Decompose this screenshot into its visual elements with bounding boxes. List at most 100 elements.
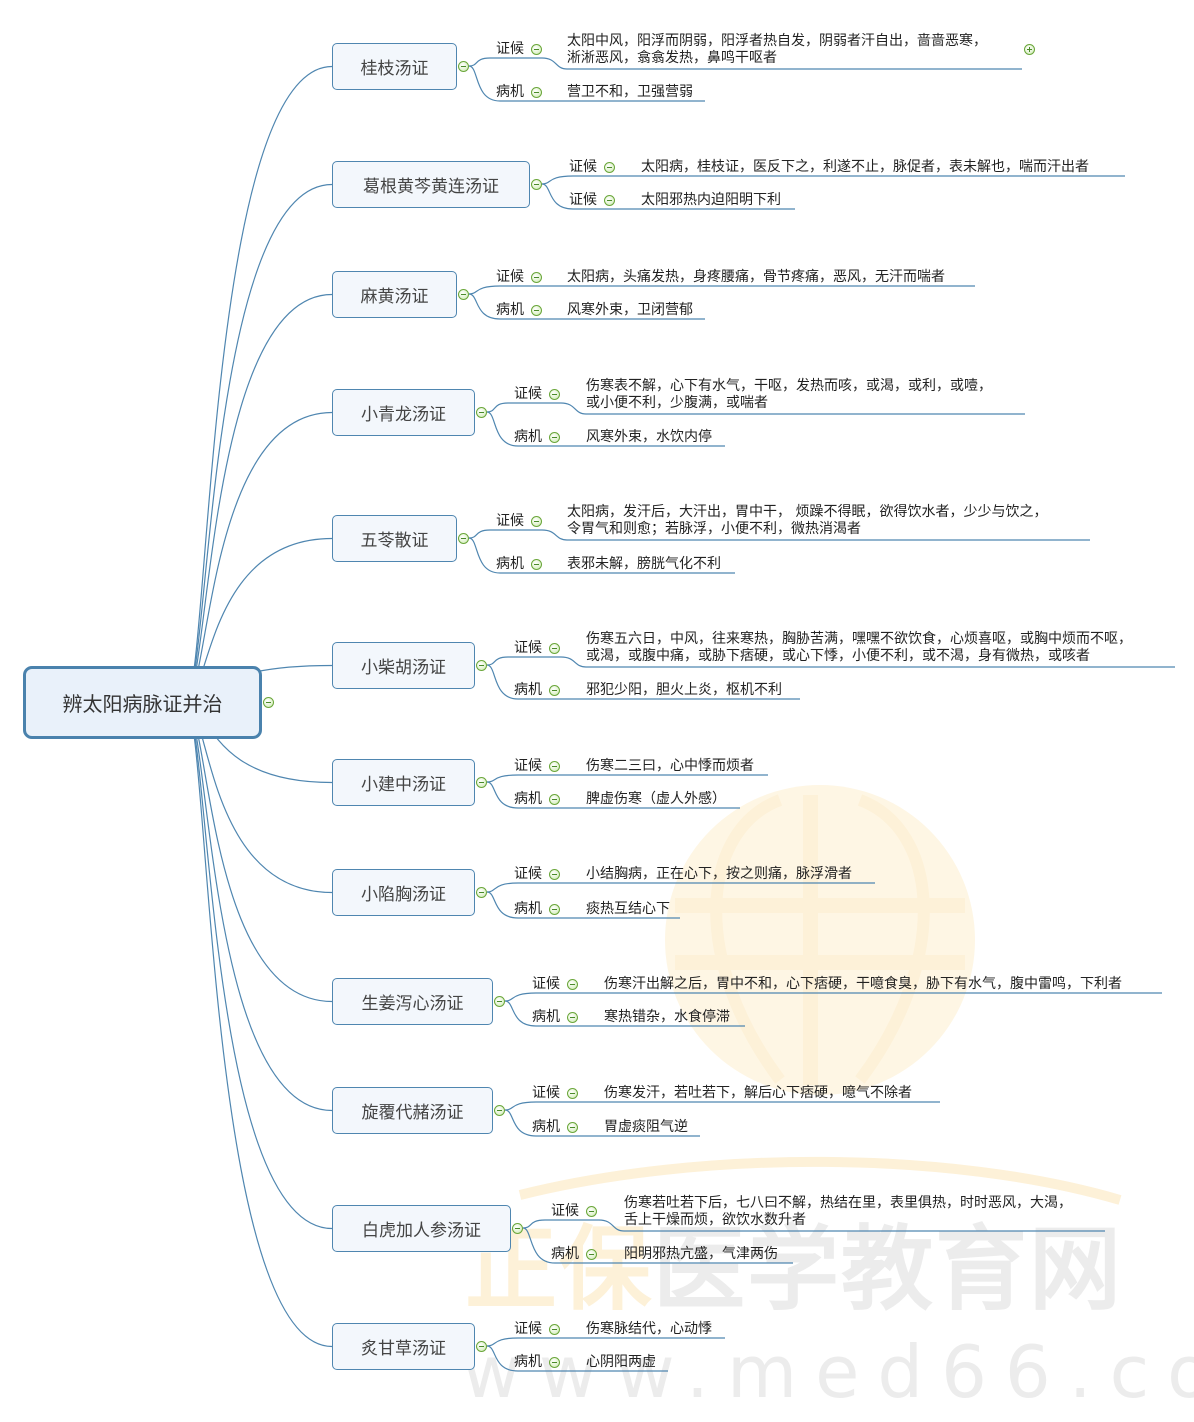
pathogenesis-label[interactable]: 病机 [514, 1354, 542, 1370]
expand-toggle-icon[interactable] [1024, 44, 1035, 55]
syndrome-label[interactable]: 证候 [496, 41, 524, 57]
node-text[interactable]: 太阳中风，阳浮而阴弱，阳浮者热自发，阴弱者汗自出，啬啬恶寒， [567, 33, 987, 49]
collapse-toggle-icon[interactable] [549, 432, 560, 443]
collapse-toggle-icon[interactable] [512, 1223, 523, 1234]
collapse-toggle-icon[interactable] [476, 887, 487, 898]
collapse-toggle-icon[interactable] [531, 305, 542, 316]
collapse-toggle-icon[interactable] [549, 1357, 560, 1368]
branch-node[interactable]: 葛根黄芩黄连汤证 [332, 161, 530, 208]
pathogenesis-label[interactable]: 病机 [496, 84, 524, 100]
node-text[interactable]: 风寒外束，水饮内停 [586, 429, 712, 445]
collapse-toggle-icon[interactable] [604, 195, 615, 206]
collapse-toggle-icon[interactable] [567, 1088, 578, 1099]
syndrome-label[interactable]: 证候 [569, 159, 597, 175]
node-text[interactable]: 伤寒表不解，心下有水气，干呕，发热而咳，或渴，或利，或噎， [586, 378, 992, 394]
node-text[interactable]: 伤寒若吐若下后，七八曰不解，热结在里，表里俱热，时时恶风，大渴， [624, 1195, 1072, 1211]
node-text[interactable]: 阳明邪热亢盛，气津两伤 [624, 1246, 778, 1262]
branch-node[interactable]: 五苓散证 [332, 515, 457, 562]
collapse-toggle-icon[interactable] [458, 289, 469, 300]
node-text[interactable]: 寒热错杂，水食停滞 [604, 1009, 730, 1025]
collapse-toggle-icon[interactable] [458, 61, 469, 72]
branch-node[interactable]: 小青龙汤证 [332, 389, 475, 436]
node-text[interactable]: 伤寒脉结代，心动悸 [586, 1321, 712, 1337]
syndrome-label[interactable]: 证候 [514, 758, 542, 774]
syndrome-label[interactable]: 证候 [569, 192, 597, 208]
node-text[interactable]: 太阳病，头痛发热，身疼腰痛，骨节疼痛，恶风，无汗而喘者 [567, 269, 945, 285]
node-text[interactable]: 或渴，或腹中痛，或胁下痞硬，或心下悸，小便不利，或不渴，身有微热，或咳者 [586, 648, 1090, 664]
node-text[interactable]: 淅淅恶风，翕翕发热，鼻鸣干呕者 [567, 50, 777, 66]
node-text[interactable]: 胃虚痰阻气逆 [604, 1119, 688, 1135]
node-text[interactable]: 心阴阳两虚 [586, 1354, 656, 1370]
node-text[interactable]: 痰热互结心下 [586, 901, 670, 917]
syndrome-label[interactable]: 证候 [496, 513, 524, 529]
node-text[interactable]: 太阳邪热内迫阳明下利 [641, 192, 781, 208]
collapse-toggle-icon[interactable] [531, 559, 542, 570]
branch-node[interactable]: 小柴胡汤证 [332, 642, 475, 689]
pathogenesis-label[interactable]: 病机 [514, 901, 542, 917]
collapse-toggle-icon[interactable] [531, 516, 542, 527]
collapse-toggle-icon[interactable] [549, 761, 560, 772]
syndrome-label[interactable]: 证候 [514, 866, 542, 882]
node-text[interactable]: 伤寒汗出解之后，胃中不和，心下痞硬，干噫食臭，胁下有水气，腹中雷鸣，下利者 [604, 976, 1122, 992]
collapse-toggle-icon[interactable] [567, 1012, 578, 1023]
syndrome-label[interactable]: 证候 [514, 1321, 542, 1337]
collapse-toggle-icon[interactable] [567, 979, 578, 990]
collapse-toggle-icon[interactable] [549, 389, 560, 400]
collapse-toggle-icon[interactable] [476, 1341, 487, 1352]
branch-node[interactable]: 小陷胸汤证 [332, 869, 475, 916]
collapse-toggle-icon[interactable] [567, 1122, 578, 1133]
collapse-toggle-icon[interactable] [586, 1249, 597, 1260]
branch-node[interactable]: 桂枝汤证 [332, 43, 457, 90]
pathogenesis-label[interactable]: 病机 [532, 1119, 560, 1135]
node-text[interactable]: 或小便不利，少腹满，或喘者 [586, 395, 768, 411]
syndrome-label[interactable]: 证候 [496, 269, 524, 285]
collapse-toggle-icon[interactable] [549, 1324, 560, 1335]
branch-node[interactable]: 生姜泻心汤证 [332, 978, 493, 1025]
syndrome-label[interactable]: 证候 [514, 386, 542, 402]
node-text[interactable]: 伤寒发汗，若吐若下，解后心下痞硬，噫气不除者 [604, 1085, 912, 1101]
node-text[interactable]: 表邪未解，膀胱气化不利 [567, 556, 721, 572]
collapse-toggle-icon[interactable] [458, 533, 469, 544]
collapse-toggle-icon[interactable] [531, 179, 542, 190]
node-text[interactable]: 伤寒五六日，中风，往来寒热，胸胁苦满，嘿嘿不欲饮食，心烦喜呕，或胸中烦而不呕， [586, 631, 1132, 647]
collapse-toggle-icon[interactable] [604, 162, 615, 173]
pathogenesis-label[interactable]: 病机 [496, 302, 524, 318]
node-text[interactable]: 营卫不和，卫强营弱 [567, 84, 693, 100]
collapse-toggle-icon[interactable] [531, 44, 542, 55]
pathogenesis-label[interactable]: 病机 [551, 1246, 579, 1262]
node-text[interactable]: 邪犯少阳，胆火上炎，枢机不利 [586, 682, 782, 698]
collapse-toggle-icon[interactable] [531, 272, 542, 283]
collapse-toggle-icon[interactable] [586, 1206, 597, 1217]
node-text[interactable]: 伤寒二三曰，心中悸而烦者 [586, 758, 754, 774]
root-collapse-icon[interactable] [263, 697, 274, 708]
collapse-toggle-icon[interactable] [549, 904, 560, 915]
node-text[interactable]: 脾虚伤寒（虚人外感） [586, 791, 726, 807]
pathogenesis-label[interactable]: 病机 [496, 556, 524, 572]
collapse-toggle-icon[interactable] [494, 1105, 505, 1116]
collapse-toggle-icon[interactable] [476, 777, 487, 788]
syndrome-label[interactable]: 证候 [532, 976, 560, 992]
collapse-toggle-icon[interactable] [476, 407, 487, 418]
pathogenesis-label[interactable]: 病机 [514, 429, 542, 445]
syndrome-label[interactable]: 证候 [551, 1203, 579, 1219]
node-text[interactable]: 太阳病，发汗后，大汗出，胃中干， 烦躁不得眠，欲得饮水者，少少与饮之， [567, 504, 1048, 520]
pathogenesis-label[interactable]: 病机 [514, 791, 542, 807]
syndrome-label[interactable]: 证候 [532, 1085, 560, 1101]
node-text[interactable]: 舌上干燥而烦，欲饮水数升者 [624, 1212, 806, 1228]
root-node[interactable]: 辨太阳病脉证并治 [23, 666, 262, 739]
branch-node[interactable]: 白虎加人参汤证 [332, 1205, 511, 1252]
node-text[interactable]: 太阳病，桂枝证，医反下之，利遂不止，脉促者，表未解也，喘而汗出者 [641, 159, 1089, 175]
branch-node[interactable]: 炙甘草汤证 [332, 1323, 475, 1370]
collapse-toggle-icon[interactable] [476, 660, 487, 671]
pathogenesis-label[interactable]: 病机 [514, 682, 542, 698]
collapse-toggle-icon[interactable] [549, 794, 560, 805]
collapse-toggle-icon[interactable] [549, 643, 560, 654]
syndrome-label[interactable]: 证候 [514, 640, 542, 656]
collapse-toggle-icon[interactable] [494, 996, 505, 1007]
pathogenesis-label[interactable]: 病机 [532, 1009, 560, 1025]
branch-node[interactable]: 小建中汤证 [332, 759, 475, 806]
collapse-toggle-icon[interactable] [549, 869, 560, 880]
node-text[interactable]: 小结胸病，正在心下，按之则痛，脉浮滑者 [586, 866, 852, 882]
branch-node[interactable]: 麻黄汤证 [332, 271, 457, 318]
collapse-toggle-icon[interactable] [531, 87, 542, 98]
